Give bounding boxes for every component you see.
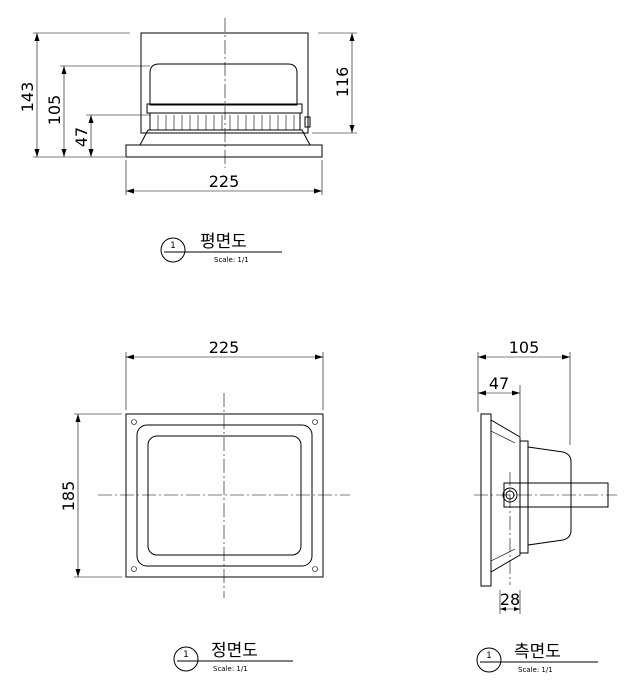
dim-side-depth: 105 [509, 338, 540, 357]
plan-view-scale: Scale: 1/1 [214, 256, 249, 264]
front-outer-plate [125, 413, 324, 578]
front-title-circle [173, 646, 199, 672]
plan-base-plate [125, 144, 323, 158]
dim-side-mount: 28 [500, 590, 520, 609]
dim-front-height: 185 [59, 481, 78, 512]
plan-view-number: 1 [170, 241, 176, 251]
dim-plan-right-height: 116 [333, 67, 352, 98]
front-view: 225 185 1 정면도 Scale: 1/1 [59, 338, 350, 673]
plan-lens-body [149, 63, 298, 106]
plan-fins [157, 115, 295, 130]
side-view-number: 1 [486, 651, 492, 661]
screw-hole-tl [131, 419, 137, 425]
dim-plan-width: 225 [209, 172, 240, 191]
dim-side-flange-depth: 47 [489, 374, 509, 393]
plan-title-circle [160, 237, 186, 263]
screw-hole-bl [131, 566, 137, 572]
plan-view: 143 105 47 116 225 1 평면도 Scale: 1/1 [18, 18, 357, 264]
side-view-title: 측면도 [514, 642, 561, 662]
side-view: 105 47 28 1 측면도 Scale: 1/1 [474, 338, 617, 674]
screw-hole-tr [312, 419, 318, 425]
side-view-scale: Scale: 1/1 [518, 666, 553, 674]
side-ring [519, 440, 529, 554]
plan-bracket [140, 32, 309, 134]
dim-plan-body-height: 105 [45, 95, 64, 126]
screw-hole-br [312, 566, 318, 572]
side-lens [527, 446, 572, 546]
dim-front-width: 225 [209, 338, 240, 357]
side-title-circle [476, 647, 502, 673]
plan-view-title: 평면도 [200, 232, 247, 252]
dim-plan-base-height: 47 [72, 127, 91, 147]
front-view-scale: Scale: 1/1 [213, 665, 248, 673]
plan-knob [304, 116, 311, 128]
front-view-number: 1 [183, 650, 189, 660]
side-plate [480, 413, 492, 587]
dim-plan-overall-height: 143 [18, 82, 37, 113]
front-lens [147, 435, 302, 556]
side-flange [490, 419, 521, 573]
front-frame [136, 424, 313, 567]
front-view-title: 정면도 [211, 641, 258, 661]
